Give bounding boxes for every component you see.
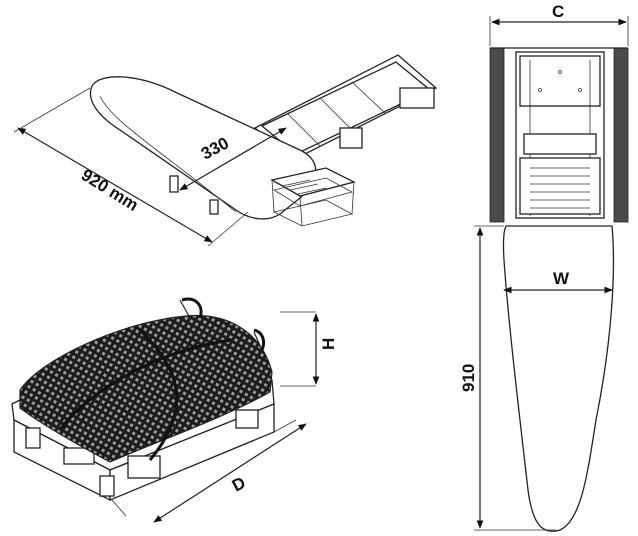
dimension-label-c: C [552, 2, 564, 21]
pullout-rail-frame [253, 54, 438, 172]
top-view: C W 910 [459, 2, 629, 532]
wire-basket [270, 167, 356, 227]
board-leg-right [209, 199, 219, 215]
dimension-label-920: 920 mm [78, 165, 142, 215]
cabinet-wall-left [489, 47, 505, 223]
dimension-line-d [153, 423, 307, 523]
pullout-mechanism-top [515, 51, 605, 219]
dimension-label-d: D [229, 473, 249, 496]
board-leg-left [169, 175, 179, 193]
dimension-label-w: W [553, 269, 570, 288]
folded-mesh-board [19, 314, 273, 463]
dimension-label-h: H [319, 338, 338, 350]
dimension-label-910: 910 [459, 364, 478, 392]
dimension-line-920 [17, 127, 213, 243]
ironing-board-top-view [502, 225, 615, 532]
extended-board-view: 330 920 mm [13, 54, 438, 247]
cabinet-wall-right [613, 47, 629, 223]
folded-unit-view: H D [11, 297, 338, 523]
